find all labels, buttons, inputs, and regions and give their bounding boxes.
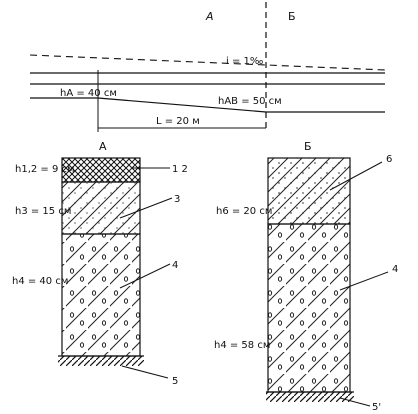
length-label: L = 20 м [156, 116, 200, 127]
leader-b-4 [339, 271, 389, 291]
layer-a-1-2-number: 1 2 [172, 164, 188, 175]
leader-b-6 [329, 161, 383, 191]
layer-a-4-thickness: h4 = 40 см [12, 276, 68, 287]
leader-b-5 [339, 397, 371, 407]
section-b-label: Б [288, 10, 296, 23]
h-ab-label: hAB = 50 см [218, 96, 282, 107]
column-a-title: А [99, 140, 107, 153]
layer-b-4-number: 4 [392, 264, 398, 275]
h-a-label: hA = 40 см [60, 88, 117, 99]
layer-a-3-number: 3 [174, 194, 180, 205]
layer-b-4 [267, 223, 351, 393]
layer-b-4-thickness: h4 = 58 см [214, 340, 270, 351]
slope-label: i = 1‰ [226, 56, 263, 67]
column-b-title: Б [304, 140, 312, 153]
layer-b-6-thickness: h6 = 20 см [216, 206, 272, 217]
base-a-number: 5 [172, 376, 178, 387]
section-a-label: A [205, 10, 214, 23]
layer-a-4-number: 4 [172, 260, 178, 271]
pavement-transition [97, 97, 267, 113]
leader-a-4 [119, 263, 171, 289]
layer-a-4 [61, 233, 141, 357]
profile-section: A Б i = 1‰ hA = 40 см hAB = 50 см L = 20… [29, 2, 386, 132]
leader-a-3 [119, 197, 173, 219]
column-a: А h1,2 = 9 см h3 = 15 см h4 = 40 см 1 2 … [12, 140, 188, 387]
ground-a [58, 356, 144, 366]
ground-b [266, 392, 354, 402]
column-b: Б h6 = 20 см h4 = 58 см 6 4 5' [214, 140, 398, 413]
slope-line [29, 54, 386, 71]
layer-a-3-thickness: h3 = 15 см [15, 206, 71, 217]
leader-a-5 [121, 365, 169, 379]
layer-a-1-2 [61, 157, 141, 183]
layer-b-6-number: 6 [386, 154, 392, 165]
base-b-number: 5' [372, 402, 381, 413]
layer-a-1-2-thickness: h1,2 = 9 см [15, 164, 75, 175]
